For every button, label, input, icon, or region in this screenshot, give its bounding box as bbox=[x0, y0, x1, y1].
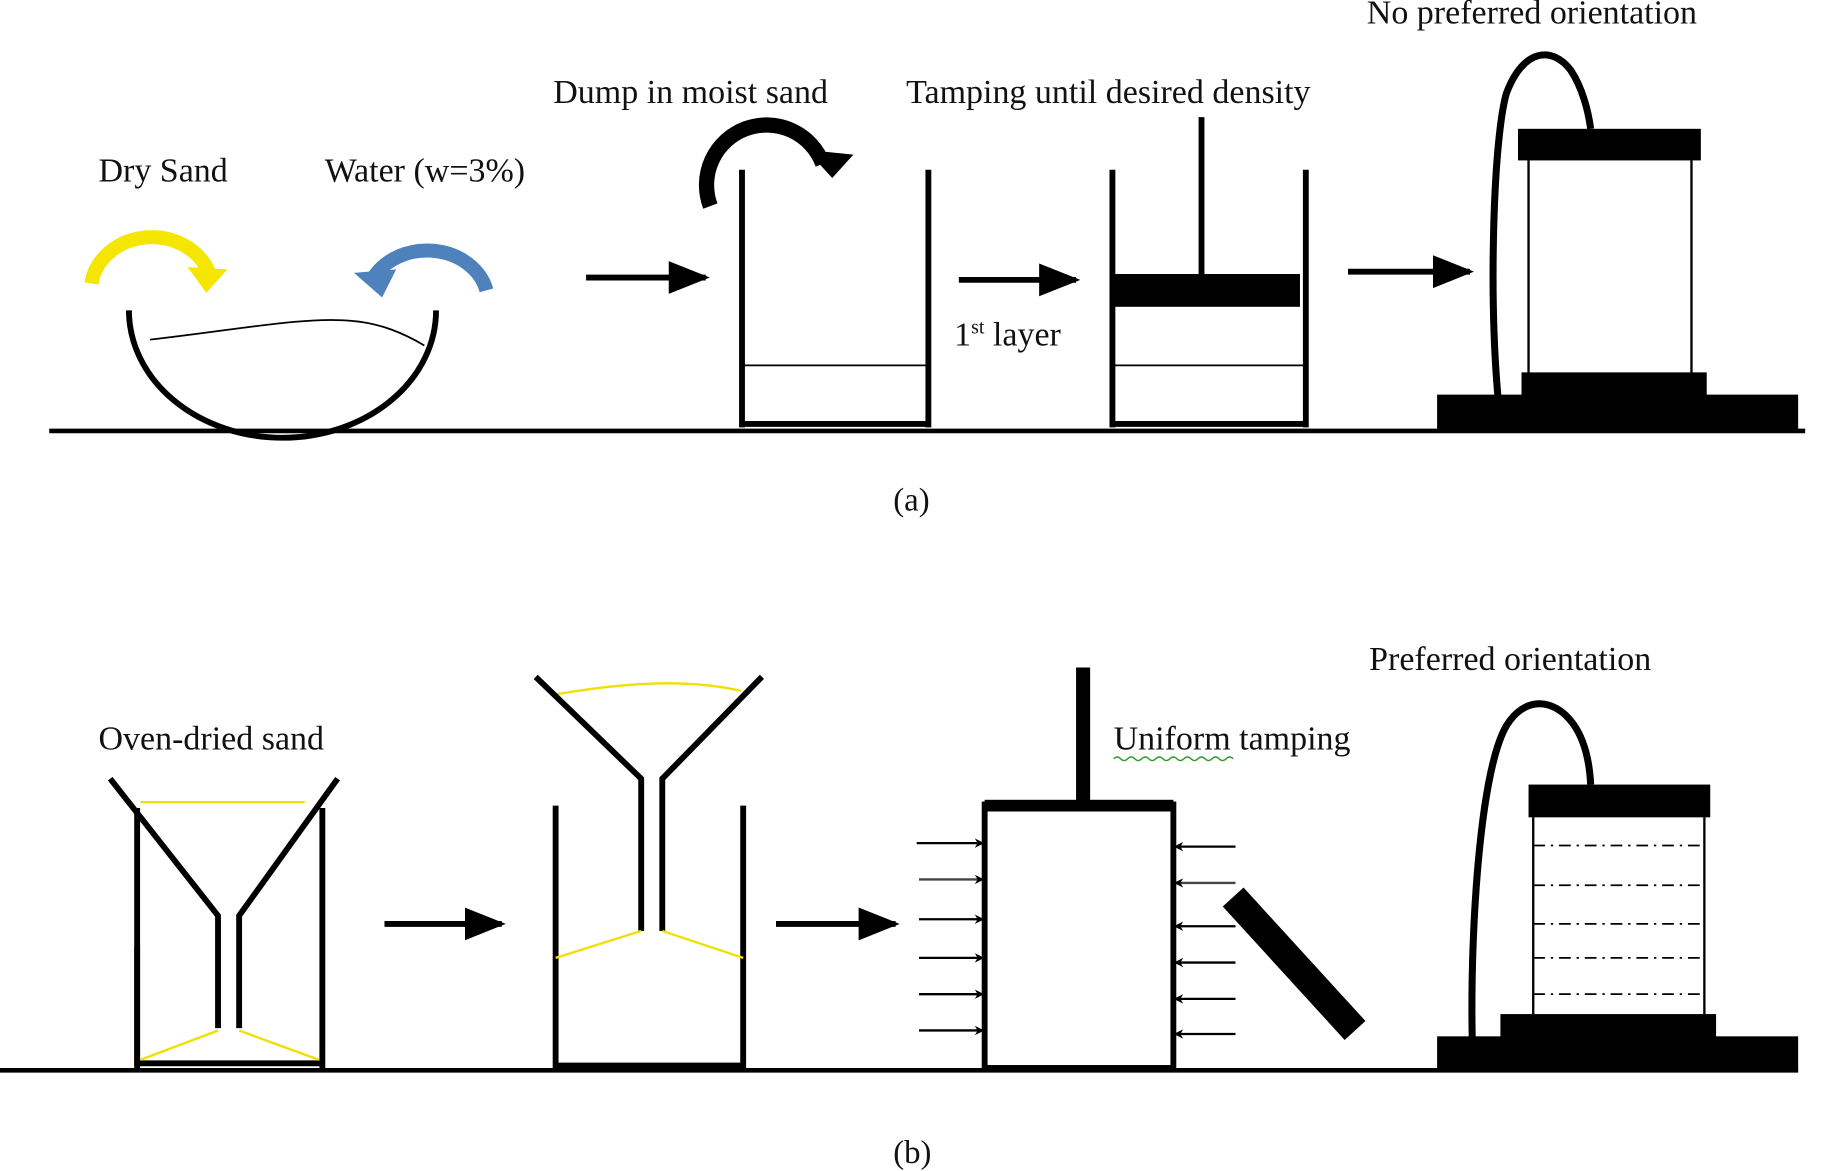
lateral-pressure-arrows-right bbox=[1173, 841, 1236, 1039]
tamper-plate bbox=[1114, 274, 1300, 307]
uniform-tamping-mold bbox=[916, 667, 1366, 1071]
base-pedestal-b bbox=[1437, 1036, 1799, 1072]
uniform-tamping-label: Uniform tamping bbox=[1114, 720, 1351, 757]
dump-label: Dump in moist sand bbox=[553, 74, 828, 111]
lateral-pressure-arrows-left bbox=[916, 838, 985, 1036]
dry-sand-label: Dry Sand bbox=[98, 153, 227, 190]
mixing-bowl bbox=[126, 310, 439, 441]
top-cap-b bbox=[1528, 784, 1711, 818]
dry-sand-curved-arrow-icon bbox=[84, 230, 228, 293]
drainage-tube bbox=[1489, 51, 1595, 399]
panel-b: Oven-dried sand Uniform tamping bbox=[0, 641, 1799, 1171]
funnel-raised bbox=[533, 674, 765, 1069]
caption-b: (b) bbox=[893, 1135, 931, 1171]
no-preferred-orientation-label: No preferred orientation bbox=[1367, 0, 1697, 31]
mold-with-first-layer bbox=[739, 169, 932, 428]
first-layer-label: 1st layer bbox=[954, 316, 1061, 353]
dump-curved-arrow-icon bbox=[698, 117, 854, 209]
top-cap bbox=[1517, 128, 1701, 161]
oven-dried-sand-label: Oven-dried sand bbox=[98, 720, 324, 757]
tamping-label: Tamping until desired density bbox=[906, 74, 1310, 111]
preferred-orientation-label: Preferred orientation bbox=[1369, 641, 1651, 678]
triaxial-specimen-b bbox=[1437, 700, 1799, 1072]
water-curved-arrow-icon bbox=[354, 243, 494, 298]
water-label: Water (w=3%) bbox=[325, 153, 525, 190]
panel-a: Dry Sand Water (w=3%) Dump in moist sand bbox=[49, 0, 1806, 519]
drainage-tube-b bbox=[1468, 700, 1595, 1040]
funnel-in-mold bbox=[107, 776, 340, 1068]
caption-a: (a) bbox=[893, 483, 929, 519]
sand-top-curve bbox=[555, 682, 742, 696]
spellcheck-underline bbox=[1113, 756, 1234, 762]
tapping-hammer bbox=[1222, 887, 1366, 1040]
triaxial-specimen-a bbox=[1437, 51, 1799, 430]
mold-with-tamper bbox=[1109, 117, 1309, 428]
base-pedestal bbox=[1437, 394, 1799, 430]
moist-sand-surface bbox=[149, 319, 425, 347]
layer-lines bbox=[1533, 844, 1705, 996]
